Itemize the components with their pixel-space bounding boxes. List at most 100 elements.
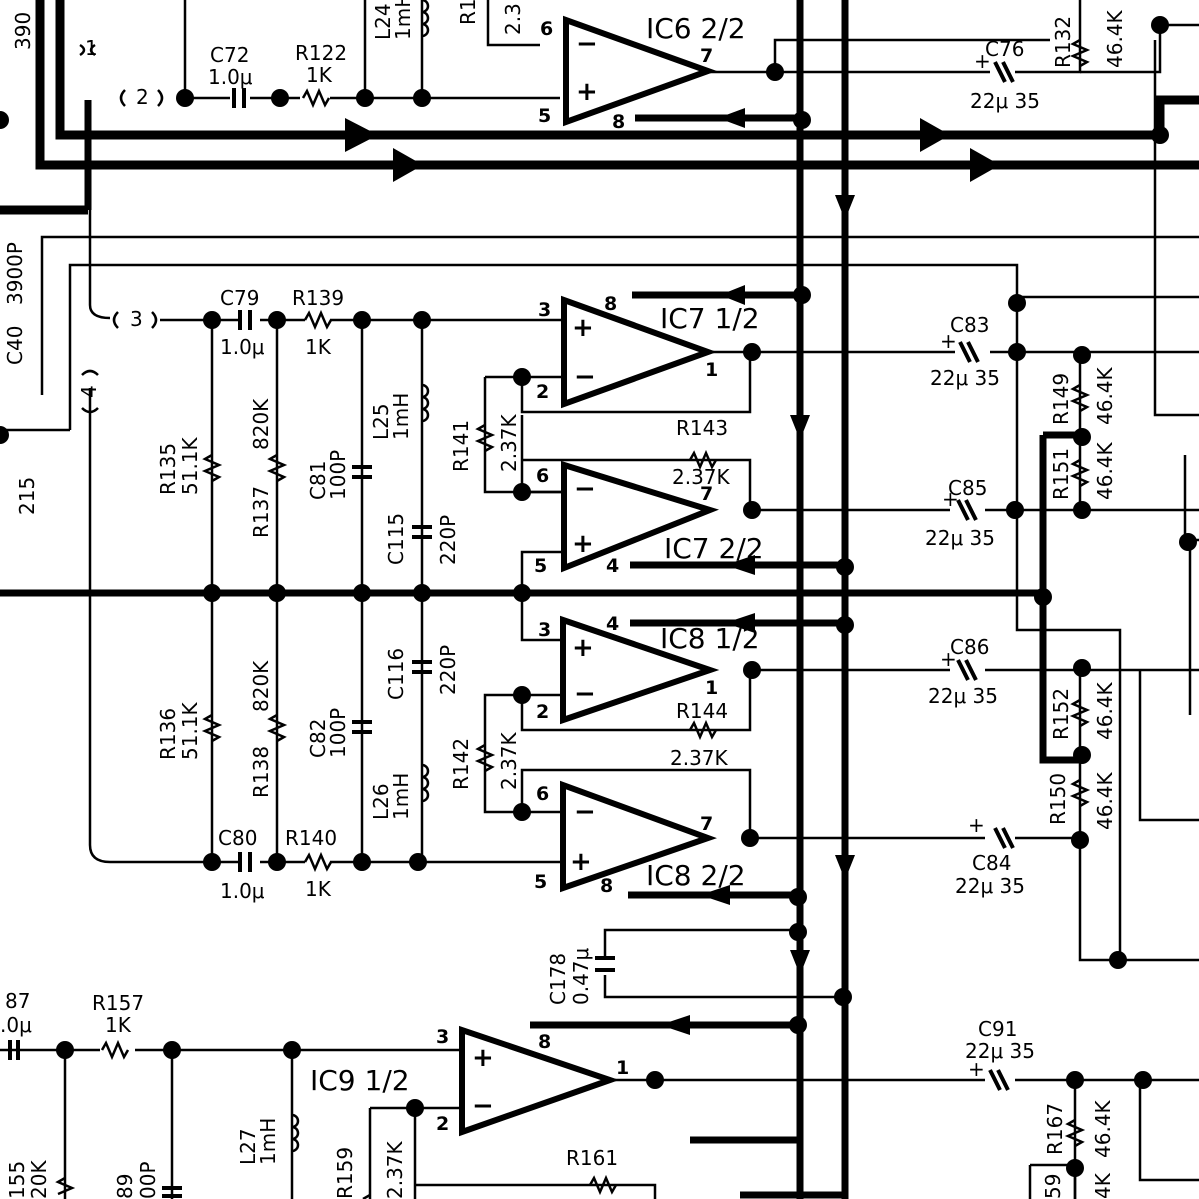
ref-label: R132 [1051,16,1075,68]
value-label: 2.37K [383,1140,407,1199]
value-label: 1K [306,63,333,87]
bus-arrows [345,108,1000,1035]
value-label: 22μ 35 [928,684,998,708]
pin: 2 [536,381,549,403]
value-label: 1K [105,1013,132,1037]
connector-label: 2 [136,85,149,109]
svg-text:−: − [576,29,598,59]
ref-label: C91 [978,1017,1017,1041]
pin: 8 [538,1031,551,1053]
ref-label: R137 [249,486,273,538]
pin: 7 [700,813,713,835]
pin: 2 [436,1113,449,1135]
pin: 3 [538,299,551,321]
capacitor-symbols: + + + + + + [8,49,1015,1198]
value-label: 220P [436,515,460,565]
ref-label: R144 [676,699,728,723]
edge-fragment: 390 [11,12,35,50]
value-label: 22μ 35 [955,874,1025,898]
ic9a-triangle [459,1025,620,1137]
edge-fragment: 1mH [391,0,415,40]
ref-label: R142 [449,738,473,790]
value-label: 1.0μ [220,879,265,903]
edge-fragment: 89 [113,1174,137,1199]
pin: 8 [612,111,625,133]
pin: 3 [436,1026,449,1048]
value-label: 51.1K [178,701,202,760]
ref-label: R152 [1049,688,1073,740]
edge-fragment: L24 [371,3,395,40]
ref-label: R141 [449,420,473,472]
ref-label: R149 [1049,373,1073,425]
ref-label: R139 [292,286,344,310]
pin: 1 [705,359,718,381]
pin: 1 [616,1057,629,1079]
ref-label: C80 [218,826,257,850]
edge-fragment: 20K [27,1160,51,1199]
edge-fragment: 4K [1091,1172,1115,1199]
ref-label: C40 [3,326,27,365]
value-label: 2.37K [497,413,521,472]
pin: 5 [534,555,547,577]
ref-label: C116 [384,648,408,700]
ic-label: IC8 1/2 [660,622,760,655]
ic6b-triangle [563,15,717,127]
value-label: 46.4K [1093,681,1117,740]
value-label: 46.4K [1093,366,1117,425]
ic8a-triangle [560,615,720,725]
pin: 3 [538,619,551,641]
ic-label: IC6 2/2 [646,12,746,45]
junction-dots [0,16,1197,1177]
value-label: 22μ 35 [925,526,995,550]
ref-label: C82 [306,719,330,758]
value-label: 1mH [256,1118,280,1165]
connector-symbols: 1 2 3 4 [77,36,164,414]
ic-labels: IC6 2/2 IC7 1/2 IC7 2/2 IC8 1/2 IC8 2/2 … [310,12,764,1097]
pin: 6 [536,783,549,805]
value-label: 51.1K [178,436,202,495]
value-label: 1K [305,877,332,901]
ref-label: C115 [384,513,408,565]
ic-label: IC7 1/2 [660,302,760,335]
svg-text:−: − [574,474,596,504]
edge-fragment: R1 [456,0,480,25]
component-labels: C72 1.0μ R122 1K C76 22μ 35 R132 46.4K C… [0,0,1127,1199]
value-label: 0.47μ [569,947,593,1005]
pin: 8 [604,293,617,315]
value-label: 100P [326,708,350,758]
svg-text:+: + [472,1043,494,1073]
ref-label: L26 [369,783,393,820]
svg-text:−: − [574,797,596,827]
connector-label: 4 [77,385,101,398]
svg-text:−: − [574,679,596,709]
ref-label: R140 [285,826,337,850]
svg-text:+: + [968,813,985,837]
value-label: 1.0μ [208,65,253,89]
svg-text:+: + [968,1057,985,1081]
ref-label: L25 [369,403,393,440]
ref-label: R150 [1046,773,1070,825]
ref-label: C83 [950,313,989,337]
ic-label: IC9 1/2 [310,1064,410,1097]
value-label: 2.37K [670,746,729,770]
ic8b-triangle [560,780,717,893]
svg-text:+: + [572,529,594,559]
ref-label: R167 [1043,1103,1067,1155]
value-label: 1mH [389,773,413,820]
ic-label: IC8 2/2 [646,859,746,892]
connector-label: 3 [130,307,143,331]
ref-label: R161 [566,1146,618,1170]
pin: 5 [534,871,547,893]
ref-label: C84 [972,851,1011,875]
ref-label: C178 [546,953,570,1005]
svg-text:+: + [576,77,598,107]
pin: 1 [705,677,718,699]
edge-fragment: .0μ [0,1013,32,1037]
edge-fragment: 87 [5,989,30,1013]
pin: 4 [606,613,619,635]
value-label: 2.37K [672,465,731,489]
value-label: 22μ 35 [965,1039,1035,1063]
ref-label: C86 [950,635,989,659]
